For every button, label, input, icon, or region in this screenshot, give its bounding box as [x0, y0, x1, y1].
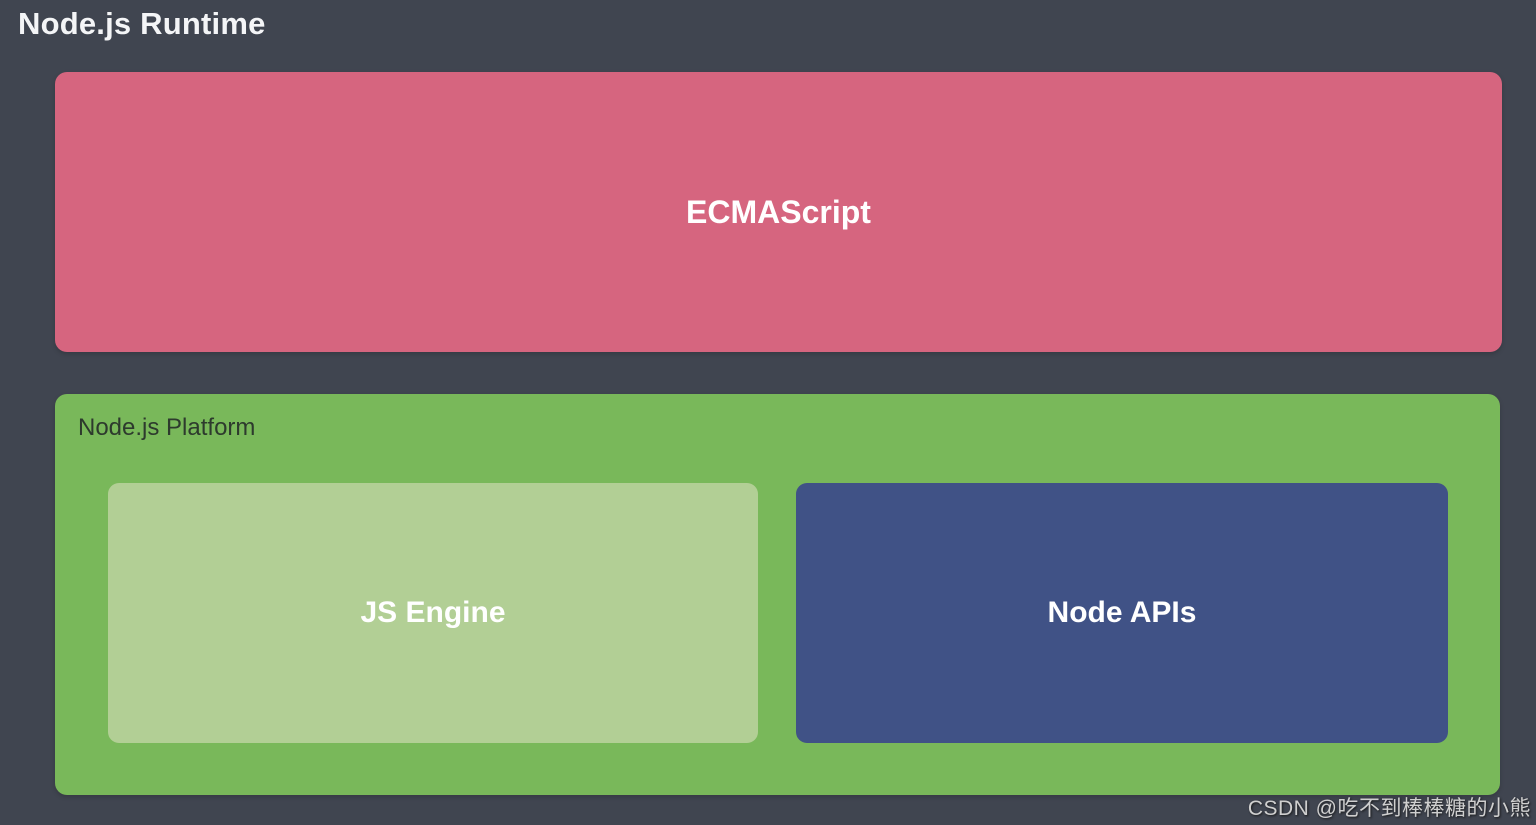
page-title: Node.js Runtime — [18, 6, 266, 41]
nodejs-platform-box: Node.js Platform JS Engine Node APIs — [55, 394, 1500, 795]
js-engine-label: JS Engine — [360, 596, 506, 629]
nodejs-platform-label: Node.js Platform — [78, 414, 256, 441]
csdn-watermark: CSDN @吃不到棒棒糖的小熊 — [1247, 797, 1531, 820]
node-apis-label: Node APIs — [1047, 596, 1197, 629]
ecmascript-box: ECMAScript — [55, 72, 1502, 352]
node-apis-box: Node APIs — [796, 483, 1448, 743]
js-engine-box: JS Engine — [108, 483, 758, 743]
ecmascript-label: ECMAScript — [686, 193, 871, 230]
